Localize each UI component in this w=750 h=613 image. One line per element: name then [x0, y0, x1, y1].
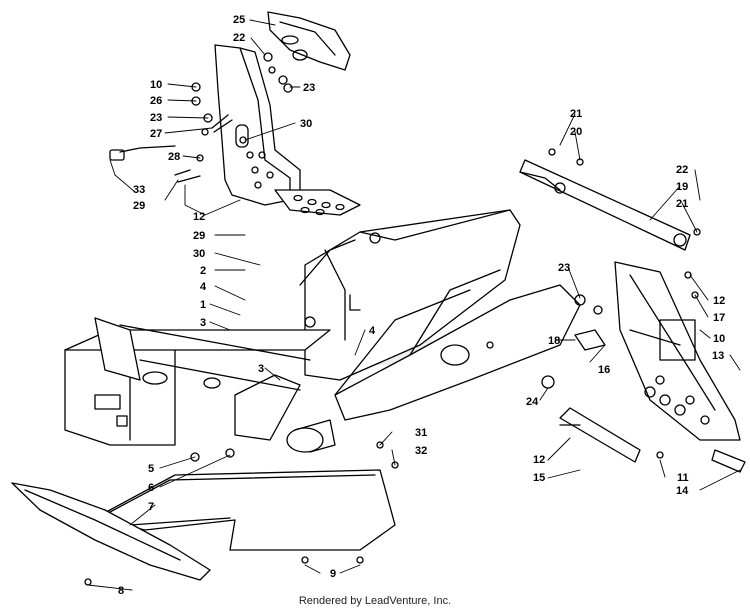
callout-30: 30: [193, 248, 205, 260]
front-bulkhead: [64, 317, 336, 462]
callout-20: 20: [570, 126, 582, 138]
callout-1: 1: [200, 299, 206, 311]
callout-27: 27: [150, 128, 162, 140]
callout-28: 28: [168, 151, 180, 163]
right-footrest: [541, 261, 741, 441]
callout-12: 12: [193, 211, 205, 223]
callout-21: 21: [676, 198, 688, 210]
callout-23: 23: [303, 82, 315, 94]
callout-19: 19: [676, 181, 688, 193]
callout-6: 6: [148, 482, 154, 494]
callout-2: 2: [200, 265, 206, 277]
callout-11: 11: [677, 472, 689, 484]
callout-10: 10: [713, 333, 725, 345]
steering-cover: [267, 11, 351, 71]
callout-9: 9: [330, 568, 336, 580]
callout-7: 7: [148, 501, 154, 513]
callout-4: 4: [369, 325, 376, 337]
callout-4: 4: [200, 281, 207, 293]
callout-12: 12: [533, 454, 545, 466]
callout-24: 24: [526, 396, 539, 408]
callout-21: 21: [570, 108, 582, 120]
callout-8: 8: [118, 585, 124, 597]
rear-cross-shaft: [519, 148, 701, 251]
callout-labels: 25 22 10 26 23 23 27 30 28 33 29 12 29 3…: [118, 14, 725, 597]
callout-26: 26: [150, 95, 162, 107]
leader-lines: [87, 19, 741, 591]
callout-12: 12: [713, 295, 725, 307]
steering-post-assembly: [214, 44, 361, 216]
callout-3: 3: [200, 317, 206, 329]
callout-25: 25: [233, 14, 245, 26]
callout-10: 10: [150, 79, 162, 91]
callout-23: 23: [150, 112, 162, 124]
callout-22: 22: [676, 164, 688, 176]
callout-33: 33: [133, 184, 145, 196]
chassis-tunnel: [299, 209, 581, 421]
callout-14: 14: [676, 485, 689, 497]
lower-brackets: [376, 407, 746, 473]
callout-15: 15: [533, 472, 545, 484]
callout-13: 13: [712, 350, 724, 362]
front-bumper: [11, 482, 211, 586]
callout-31: 31: [415, 427, 427, 439]
callout-16: 16: [598, 364, 610, 376]
callout-22: 22: [233, 32, 245, 44]
callout-32: 32: [415, 445, 427, 457]
callout-17: 17: [713, 312, 725, 324]
fasteners-upper-left: [109, 52, 293, 183]
callout-30: 30: [300, 118, 312, 130]
footer-credit: Rendered by LeadVenture, Inc.: [298, 595, 452, 607]
callout-29: 29: [193, 230, 205, 242]
callout-23: 23: [558, 262, 570, 274]
skid-plate: [94, 469, 396, 564]
callout-29: 29: [133, 200, 145, 212]
callout-5: 5: [148, 463, 154, 475]
callout-18: 18: [548, 335, 560, 347]
callout-3: 3: [258, 363, 264, 375]
